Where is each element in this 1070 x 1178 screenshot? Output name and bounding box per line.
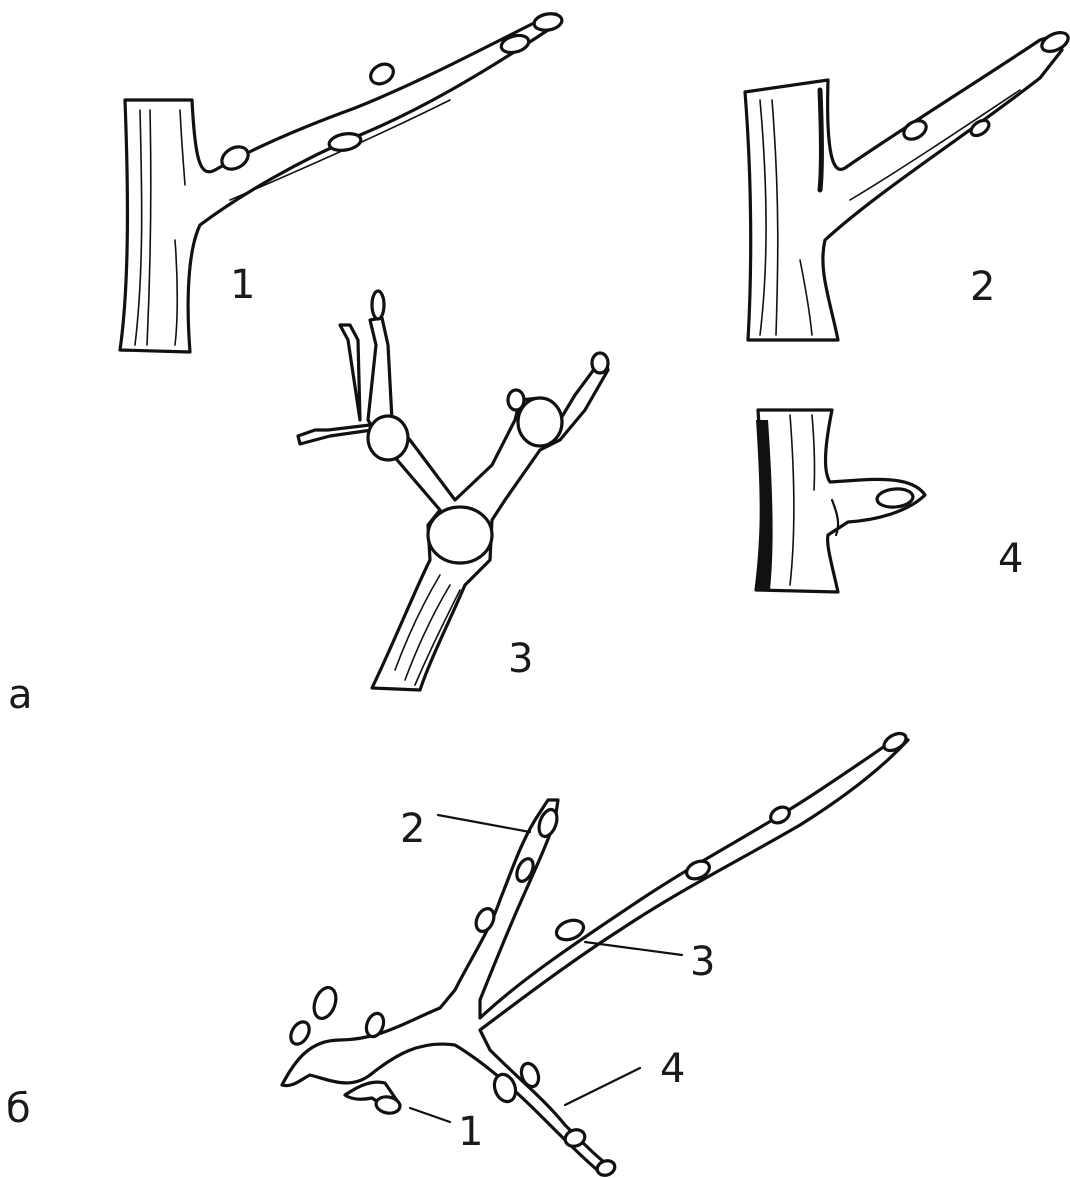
figure-a4-spur xyxy=(756,410,925,592)
bud-icon xyxy=(499,33,530,56)
bud-icon xyxy=(533,12,563,33)
figure-a3-fork xyxy=(298,291,608,690)
callout-2-number: 2 xyxy=(400,806,425,852)
panel-b: 1 2 3 4 б xyxy=(6,730,909,1178)
bud-icon xyxy=(310,985,340,1022)
figure-a2-shoot xyxy=(745,29,1070,340)
node-swelling-icon xyxy=(428,507,492,563)
bud-icon xyxy=(508,390,524,410)
callout-line-4 xyxy=(565,1068,640,1105)
bud-icon xyxy=(367,60,397,88)
callout-line-1 xyxy=(410,1108,450,1122)
bud-icon xyxy=(1039,29,1070,55)
callout-line-2 xyxy=(438,815,530,832)
callout-line-3 xyxy=(585,942,682,955)
callout-3-number: 3 xyxy=(690,939,715,985)
figure-a4-number: 4 xyxy=(998,536,1023,582)
bud-icon xyxy=(372,291,384,319)
panel-a-label: а xyxy=(8,672,33,718)
panel-b-label: б xyxy=(6,1086,31,1132)
figure-a3-number: 3 xyxy=(508,636,533,682)
callout-4-number: 4 xyxy=(660,1046,685,1092)
figure-a1-shoot xyxy=(120,12,563,352)
bud-icon xyxy=(375,1095,401,1115)
figure-a1-number: 1 xyxy=(230,262,255,308)
branch-outline xyxy=(282,730,909,1178)
callout-1-number: 1 xyxy=(458,1109,483,1155)
bud-icon xyxy=(881,730,909,754)
bud-icon xyxy=(287,1019,313,1048)
bud-icon xyxy=(592,353,608,373)
node-swelling-icon xyxy=(368,416,408,460)
figure-a2-number: 2 xyxy=(970,264,995,310)
panel-a: 1 2 3 xyxy=(8,12,1070,718)
